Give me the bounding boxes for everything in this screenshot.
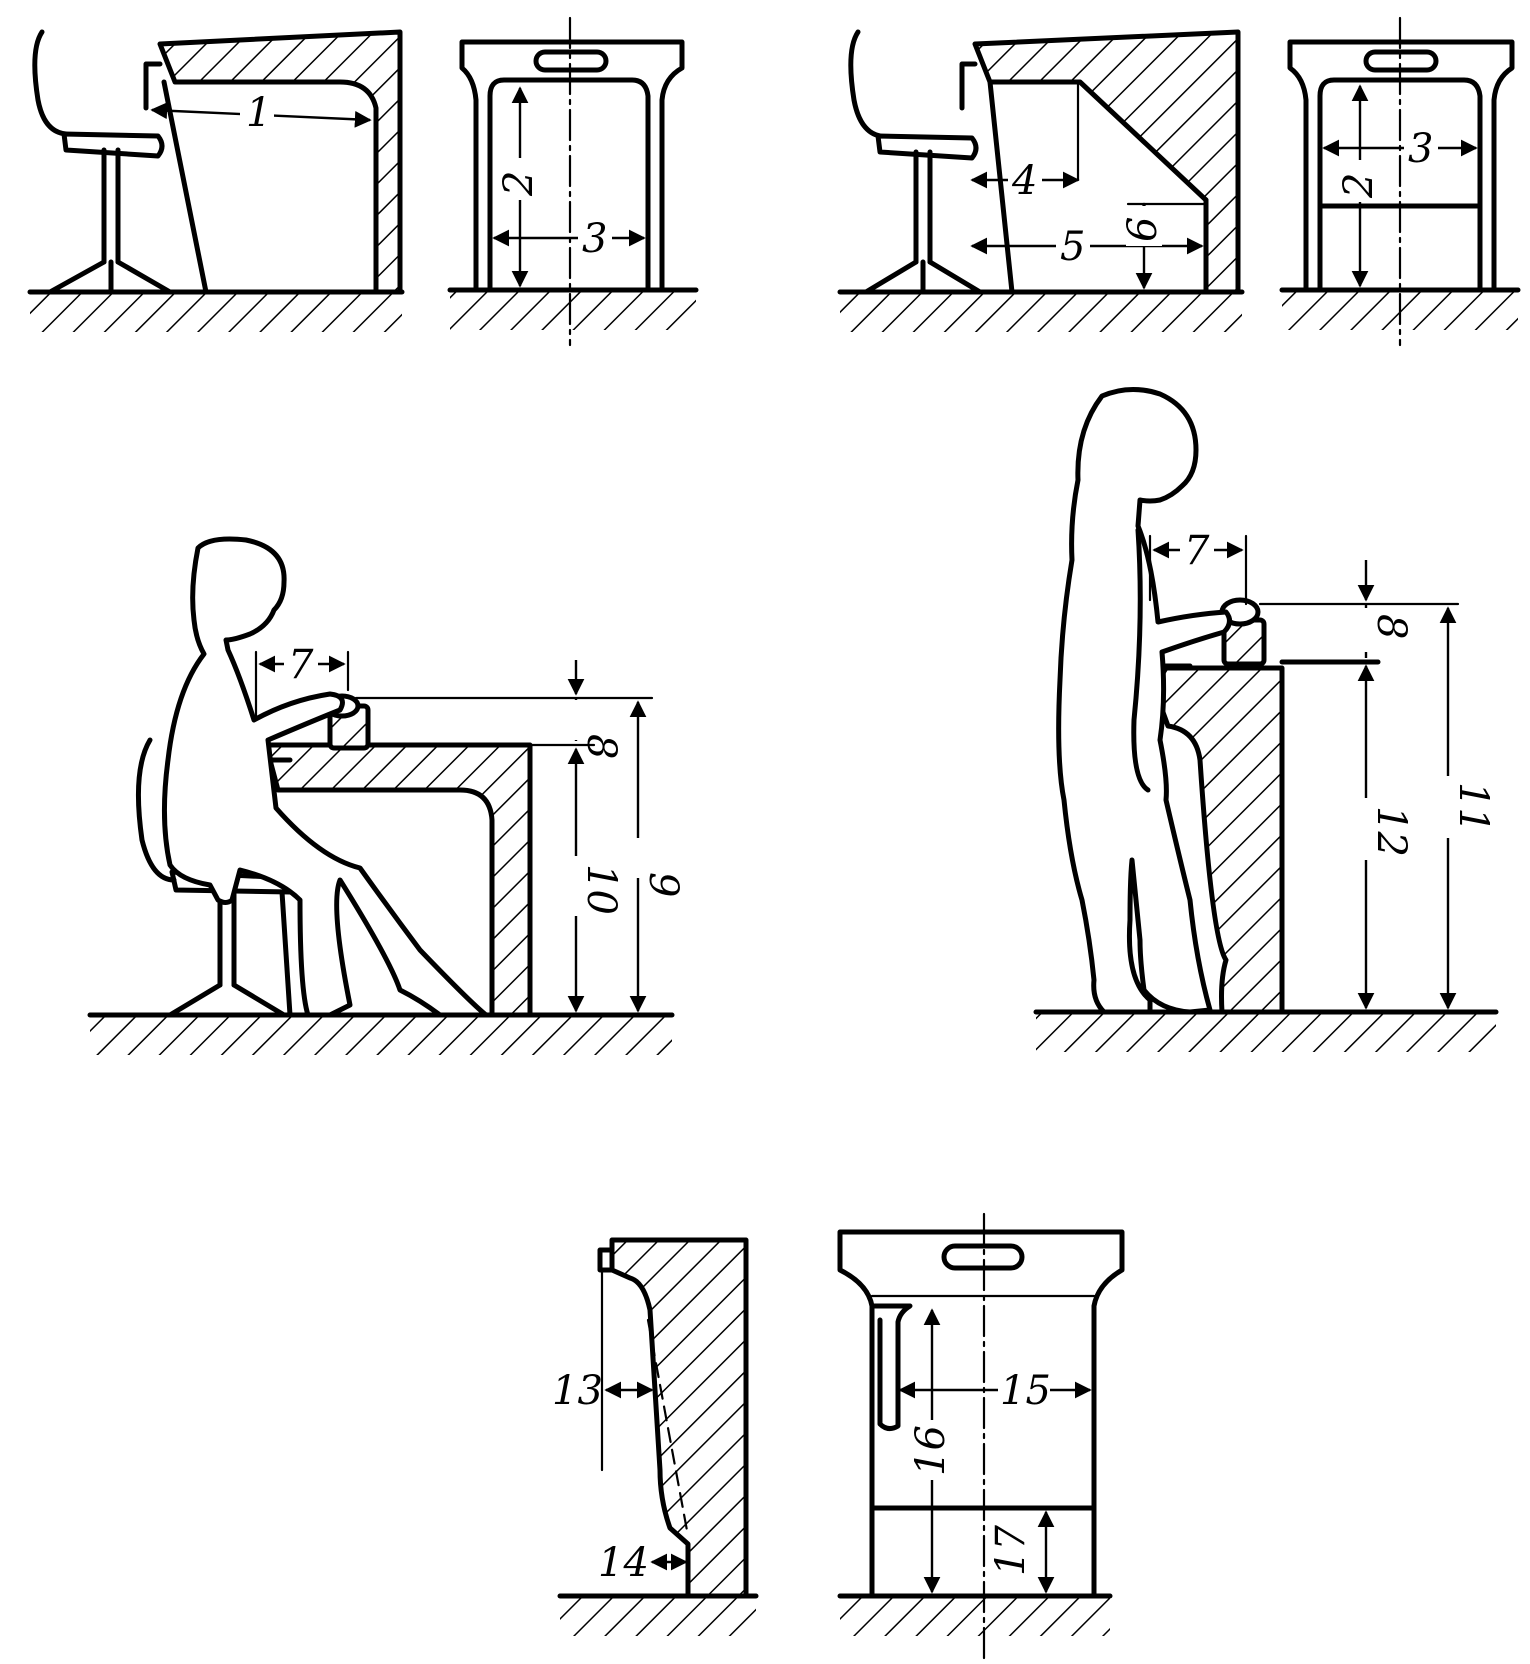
dimension-7-standing: 7 — [1148, 528, 1248, 606]
dim-label-8b: 8 — [1368, 614, 1414, 639]
dim-label-8a: 8 — [578, 734, 624, 759]
chair-icon — [848, 29, 983, 295]
floor-hatch — [1033, 1009, 1499, 1052]
dim-label-2b: 2 — [1336, 173, 1382, 199]
floor-hatch — [87, 1012, 675, 1055]
dim-label-17: 17 — [988, 1525, 1034, 1576]
dim-label-10: 10 — [578, 864, 624, 915]
floor-hatch — [27, 289, 405, 332]
dim-label-3: 3 — [582, 216, 607, 262]
dimension-5: 5 — [970, 224, 1204, 270]
dim-label-9: 9 — [640, 872, 686, 897]
standing-person-icon — [1056, 387, 1232, 1015]
dimension-16: 16 — [908, 1308, 954, 1594]
panel-seated-operator: 7 8 9 10 — [87, 536, 686, 1055]
dimension-8-seated: 8 — [354, 660, 654, 759]
floor-hatch — [557, 1593, 759, 1636]
dim-label-15: 15 — [1000, 1368, 1051, 1414]
cabinet-outline — [143, 61, 379, 295]
control-knob-icon — [1219, 597, 1267, 667]
dim-label-3b: 3 — [1408, 126, 1433, 172]
dimension-6: 6 — [1120, 202, 1208, 290]
dimension-11: 11 — [1428, 606, 1496, 1010]
dimension-4: 4 — [970, 158, 1080, 204]
dim-label-7a: 7 — [288, 642, 314, 688]
dimension-8-standing: 8 — [1258, 560, 1460, 658]
chair-icon — [32, 29, 173, 295]
operator-chair-icon — [135, 737, 293, 1018]
panel-seated-side-top-right: 4 5 6 — [837, 29, 1245, 332]
dimension-2: 2 — [496, 86, 542, 288]
dim-label-11: 11 — [1450, 782, 1496, 833]
panel-front-with-shelf-top-right: 2 3 — [1279, 16, 1521, 347]
panel-seated-side-top-left: 1 — [27, 29, 405, 332]
dimension-15: 15 — [898, 1368, 1092, 1414]
dim-label-5: 5 — [1060, 224, 1085, 270]
panel-console-profile-bottom: 13 14 — [552, 1237, 759, 1636]
dimension-7-seated: 7 — [254, 642, 350, 722]
floor-hatch — [837, 289, 1245, 332]
seated-person-icon — [161, 536, 489, 1018]
panel-standing-operator: 7 8 11 12 — [1033, 387, 1499, 1052]
dim-label-12: 12 — [1368, 806, 1414, 857]
cabinet-front-outline — [459, 39, 685, 293]
dimension-14: 14 — [598, 1540, 688, 1586]
dim-label-4: 4 — [1011, 158, 1037, 204]
dimension-10: 10 — [556, 747, 624, 1013]
dimension-9: 9 — [620, 700, 686, 1013]
dim-label-7b: 7 — [1184, 528, 1210, 574]
floor-hatch — [447, 287, 699, 330]
console-profile-hatch — [597, 1237, 749, 1599]
floor-hatch — [837, 1593, 1113, 1636]
reach-dashed-line — [646, 1318, 690, 1538]
dimension-13: 13 — [552, 1268, 654, 1472]
dim-label-1: 1 — [246, 90, 271, 136]
dimension-12: 12 — [1346, 664, 1414, 1010]
panel-seated-front-top: 2 3 — [447, 16, 699, 347]
panel-console-front-bottom: 15 16 17 — [837, 1212, 1125, 1662]
dimension-2-shelf: 2 — [1336, 84, 1382, 288]
dimension-1: 1 — [150, 90, 372, 136]
dim-label-2: 2 — [496, 171, 542, 197]
dim-label-16: 16 — [908, 1425, 954, 1476]
console-front-outline — [837, 1229, 1125, 1599]
dimension-3: 3 — [492, 216, 646, 262]
dim-label-6: 6 — [1120, 217, 1166, 242]
dimension-3-shelf: 3 — [1322, 126, 1478, 172]
dimension-17: 17 — [988, 1510, 1055, 1594]
dim-label-14: 14 — [598, 1540, 649, 1586]
dim-label-13: 13 — [552, 1368, 603, 1414]
